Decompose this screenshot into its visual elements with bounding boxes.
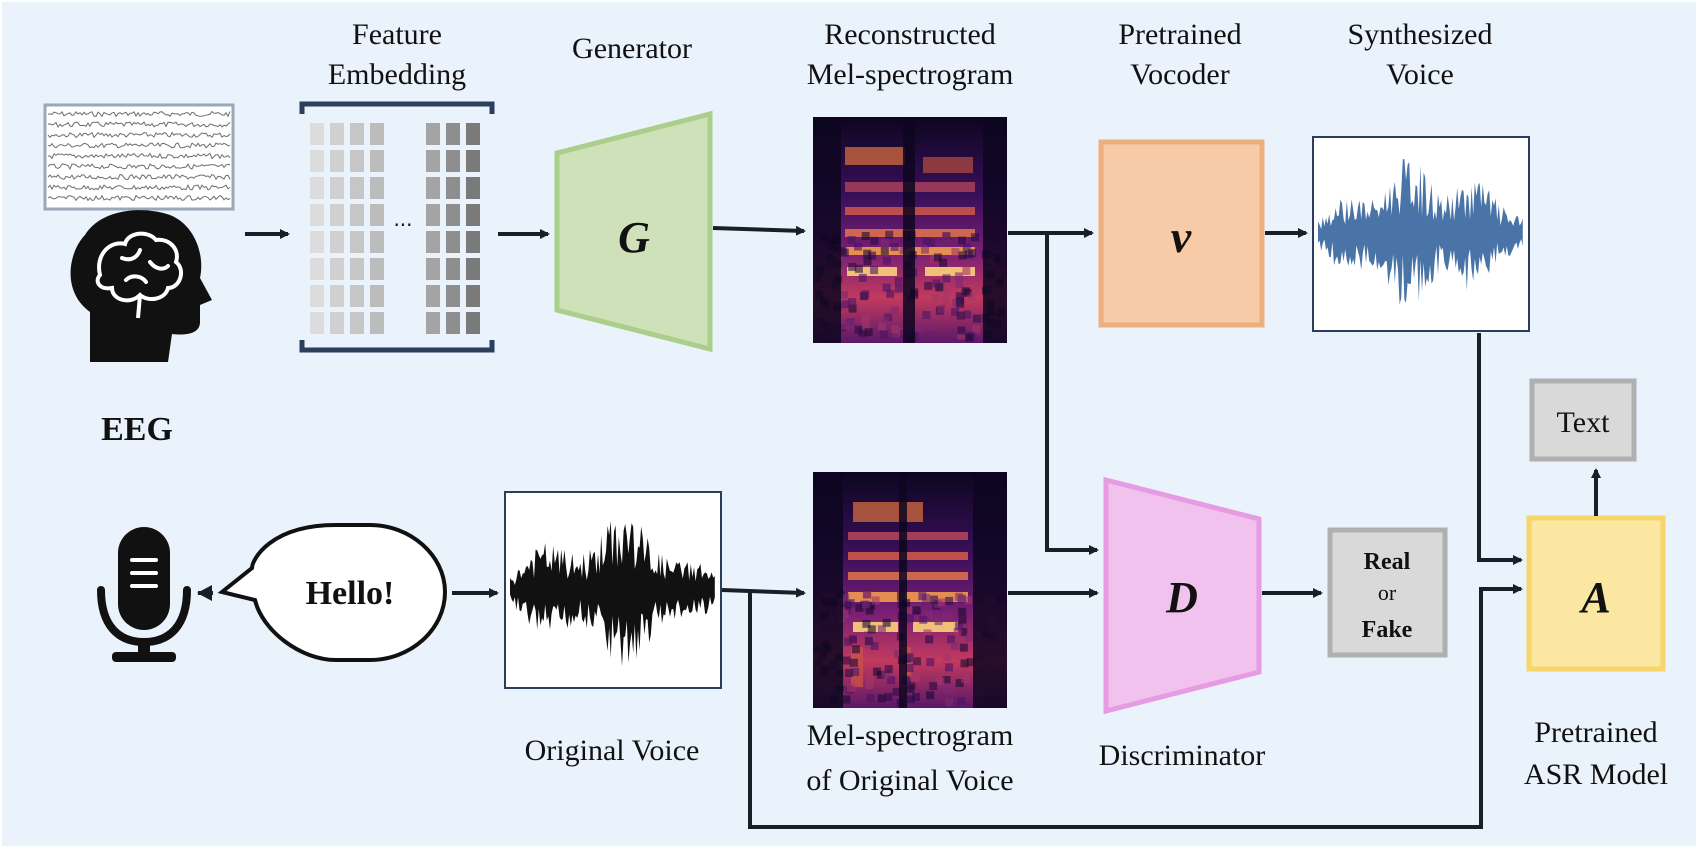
arrow-spectrogram-to-discriminator bbox=[1045, 233, 1099, 555]
reconstructed-label-line2: Mel-spectrogram bbox=[807, 58, 1014, 91]
mel-original-label-line1: Mel-spectrogram bbox=[807, 719, 1014, 752]
connectors bbox=[198, 225, 1601, 829]
vocoder-block: v bbox=[1098, 139, 1265, 328]
asr-label-line2: ASR Model bbox=[1524, 758, 1668, 791]
original-voice-waveform bbox=[504, 491, 722, 689]
microphone-icon bbox=[97, 527, 191, 662]
real-label: Real bbox=[1364, 549, 1411, 575]
speech-bubble-text: Hello! bbox=[306, 575, 395, 612]
arrow-original-voice-to-asr bbox=[748, 584, 1523, 829]
asr-label-line1: Pretrained bbox=[1534, 716, 1657, 749]
feature-embedding-label-line2: Embedding bbox=[328, 58, 466, 91]
synthesized-voice-label-line1: Synthesized bbox=[1348, 18, 1493, 51]
text-output-label: Text bbox=[1557, 406, 1611, 439]
arrow-generator-to-spectrogram bbox=[712, 225, 806, 236]
reconstructed-label-line1: Reconstructed bbox=[824, 18, 996, 51]
feature-embedding-label-line1: Feature bbox=[352, 18, 442, 51]
asr-symbol: A bbox=[1578, 573, 1610, 622]
real-or-fake-box: Real or Fake bbox=[1327, 527, 1448, 658]
original-voice-label: Original Voice bbox=[525, 734, 700, 767]
generator-label: Generator bbox=[572, 32, 692, 65]
vocoder-label-line2: Vocoder bbox=[1130, 58, 1229, 91]
eeg-label: EEG bbox=[101, 411, 173, 448]
synthesized-voice-label-line2: Voice bbox=[1386, 58, 1454, 91]
reconstructed-spectrogram bbox=[813, 117, 1007, 343]
generator-block: G bbox=[554, 110, 713, 353]
asr-block: A bbox=[1526, 515, 1666, 672]
mel-original-label-line2: of Original Voice bbox=[806, 764, 1013, 797]
or-label: or bbox=[1378, 580, 1397, 605]
arrow-synth-to-asr bbox=[1477, 333, 1523, 565]
vocoder-label-line1: Pretrained bbox=[1118, 18, 1241, 51]
synthesized-voice-waveform bbox=[1312, 136, 1530, 332]
speech-bubble: Hello! bbox=[217, 523, 448, 662]
head-brain-icon bbox=[70, 210, 213, 362]
mic-to-bubble-arrowhead bbox=[197, 585, 212, 601]
embedding-ellipsis: ··· bbox=[393, 213, 412, 237]
discriminator-block: D bbox=[1103, 476, 1262, 715]
vocoder-symbol: v bbox=[1171, 211, 1192, 262]
feature-embedding-block: ··· bbox=[299, 101, 495, 353]
discriminator-symbol: D bbox=[1165, 573, 1198, 622]
text-output-box: Text bbox=[1529, 378, 1637, 462]
original-spectrogram bbox=[813, 472, 1007, 708]
fake-label: Fake bbox=[1362, 617, 1413, 643]
top-labels: Feature Embedding Generator Reconstructe… bbox=[328, 18, 1493, 91]
eeg-signal-panel bbox=[43, 103, 235, 211]
arrow-original-voice-to-spectrogram bbox=[721, 587, 806, 598]
discriminator-label: Discriminator bbox=[1099, 739, 1266, 772]
generator-symbol: G bbox=[618, 213, 650, 262]
